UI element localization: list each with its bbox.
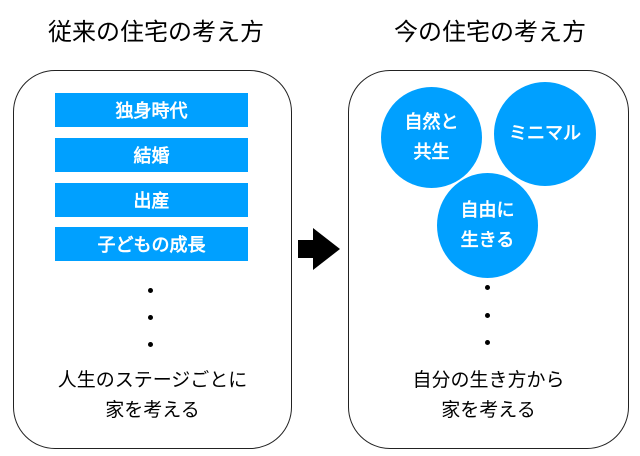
value-circle-minimal: ミニマル <box>494 82 596 186</box>
caption-line: 家を考える <box>441 399 536 421</box>
ellipsis-dot <box>148 315 153 320</box>
stage-bar: 子どもの成長 <box>55 227 248 261</box>
circle-label: 自然と <box>404 111 459 133</box>
value-circle-freedom: 自由に 生きる <box>437 173 538 278</box>
stage-bar: 結婚 <box>55 138 248 172</box>
value-circle-nature: 自然と 共生 <box>381 87 482 188</box>
left-caption: 人生のステージごとに 家を考える <box>13 365 292 425</box>
circle-label: 共生 <box>413 141 450 163</box>
left-title: 従来の住宅の考え方 <box>48 18 264 46</box>
ellipsis-dot <box>485 313 490 318</box>
circle-label: 生きる <box>460 229 515 251</box>
caption-line: 人生のステージごとに <box>57 369 248 391</box>
caption-line: 家を考える <box>105 399 200 421</box>
ellipsis-dot <box>485 340 490 345</box>
right-arrow-icon <box>298 228 340 270</box>
ellipsis-dot <box>148 288 153 293</box>
stage-bar: 独身時代 <box>55 93 248 127</box>
circle-label: 自由に <box>460 199 515 221</box>
right-title: 今の住宅の考え方 <box>394 18 586 46</box>
stage-bar: 出産 <box>55 183 248 217</box>
caption-line: 自分の生き方から <box>412 369 565 391</box>
right-caption: 自分の生き方から 家を考える <box>348 365 629 425</box>
circle-label: ミニマル <box>509 123 581 144</box>
ellipsis-dot <box>148 342 153 347</box>
ellipsis-dot <box>485 285 490 290</box>
